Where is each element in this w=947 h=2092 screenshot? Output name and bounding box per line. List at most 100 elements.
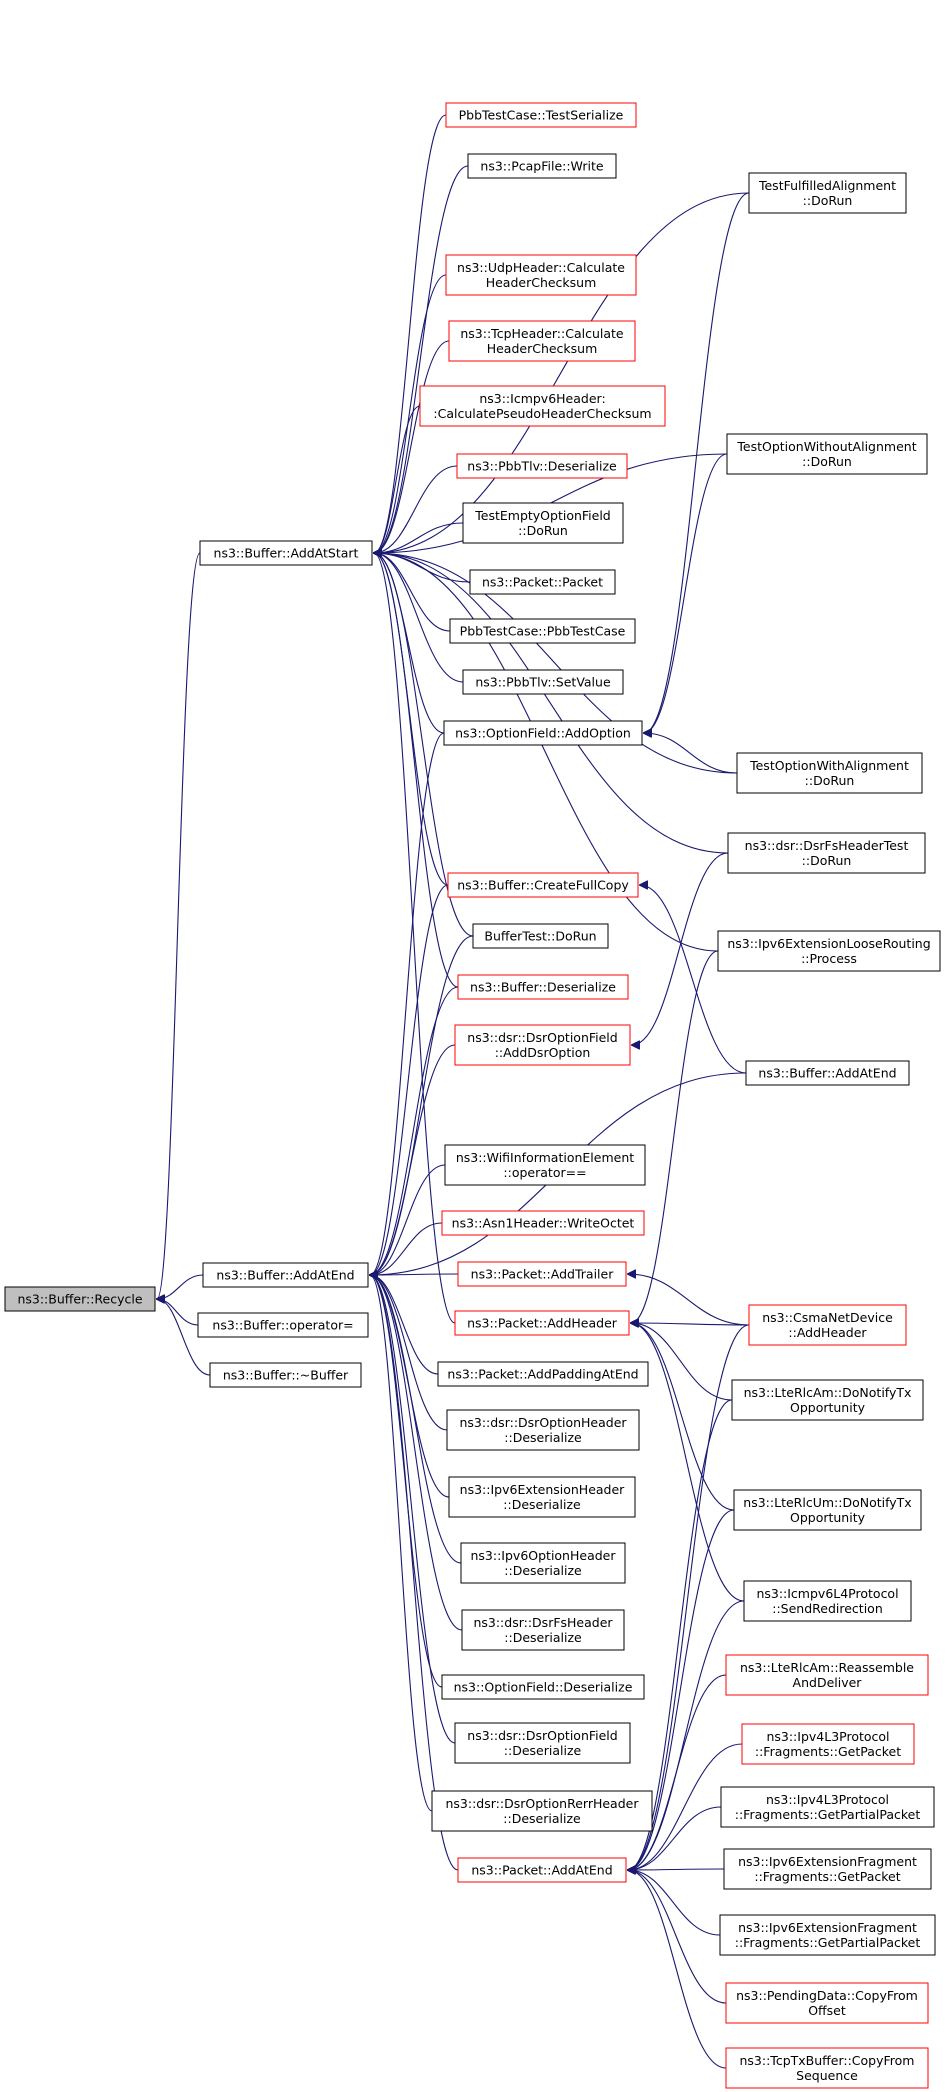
node-box (726, 433, 928, 475)
node-label: ns3::PbbTlv::SetValue (475, 675, 611, 690)
edge-lte-rlc-um-notify-to-packet-add-at-end (628, 1509, 735, 1870)
node-add-at-end[interactable]: ns3::Buffer::AddAtEnd (202, 1262, 369, 1288)
edge-dsr-add-option-to-add-at-end (370, 1044, 456, 1275)
node-dsr-rerr-deser[interactable]: ns3::dsr::DsrOptionRerrHeader::Deseriali… (431, 1790, 653, 1832)
node-label: ns3::Buffer::Deserialize (470, 980, 616, 995)
node-box (431, 1790, 653, 1832)
node-pcap-write[interactable]: ns3::PcapFile::Write (467, 153, 617, 179)
node-ipv6-frag-get-packet[interactable]: ns3::Ipv6ExtensionFragment::Fragments::G… (723, 1848, 932, 1890)
node-ipv4-frag-get-partial[interactable]: ns3::Ipv4L3Protocol::Fragments::GetParti… (720, 1786, 935, 1828)
node-buffer-test-do-run[interactable]: BufferTest::DoRun (472, 923, 609, 949)
node-label: ns3::Icmpv6Header: (479, 391, 605, 406)
node-box (449, 618, 636, 644)
node-packet-ctor[interactable]: ns3::Packet::Packet (469, 569, 616, 595)
node-box (725, 2047, 929, 2089)
node-box (743, 1580, 912, 1622)
node-test-fulfilled[interactable]: TestFulfilledAlignment::DoRun (748, 172, 907, 214)
node-box (745, 1060, 910, 1086)
edge-ipv6-loose-routing-to-add-at-start (374, 553, 719, 952)
node-box (736, 752, 923, 794)
node-box (727, 832, 926, 874)
node-packet-add-at-end[interactable]: ns3::Packet::AddAtEnd (457, 1857, 627, 1883)
node-box (447, 872, 639, 898)
node-ipv6-ext-hdr-deser[interactable]: ns3::Ipv6ExtensionHeader::Deserialize (448, 1476, 636, 1518)
node-csma-add-header[interactable]: ns3::CsmaNetDevice::AddHeader (748, 1304, 907, 1346)
edge-lte-rlc-am-notify-to-packet-add-at-end (628, 1399, 733, 1870)
node-label: ::Deserialize (504, 1563, 582, 1578)
node-pbb-test-serialize[interactable]: PbbTestCase::TestSerialize (445, 102, 637, 128)
node-ipv6-loose-routing[interactable]: ns3::Ipv6ExtensionLooseRouting::Process (717, 930, 941, 972)
node-dsr-fs-hdr-deser[interactable]: ns3::dsr::DsrFsHeader::Deserialize (461, 1609, 625, 1651)
node-label: Sequence (796, 2068, 858, 2083)
node-add-padding[interactable]: ns3::Packet::AddPaddingAtEnd (437, 1361, 649, 1387)
node-dsr-add-option[interactable]: ns3::dsr::DsrOptionField::AddDsrOption (454, 1024, 631, 1066)
node-label: ::DoRun (802, 454, 852, 469)
node-label: ns3::Ipv6ExtensionFragment (738, 1854, 917, 1869)
node-ipv6-frag-get-partial[interactable]: ns3::Ipv6ExtensionFragment::Fragments::G… (719, 1914, 936, 1956)
node-box (197, 1312, 369, 1338)
node-label: AndDeliver (793, 1675, 863, 1690)
node-packet-add-header[interactable]: ns3::Packet::AddHeader (454, 1310, 630, 1336)
node-label: ns3::LteRlcAm::Reassemble (740, 1660, 914, 1675)
node-buffer-add-at-end2[interactable]: ns3::Buffer::AddAtEnd (745, 1060, 910, 1086)
node-option-field-add[interactable]: ns3::OptionField::AddOption (443, 720, 643, 746)
edge-pbb-tlv-set-value-to-add-at-start (374, 553, 464, 683)
node-dsr-opt-field-deser[interactable]: ns3::dsr::DsrOptionField::Deserialize (454, 1722, 631, 1764)
node-icmpv6-checksum[interactable]: ns3::Icmpv6Header::CalculatePseudoHeader… (419, 385, 666, 427)
node-label: ns3::WifiInformationElement (456, 1150, 634, 1165)
node-option-field-deser[interactable]: ns3::OptionField::Deserialize (441, 1674, 645, 1700)
node-label: ::DoRun (803, 193, 853, 208)
node-label: ns3::TcpHeader::Calculate (460, 326, 624, 341)
node-pbb-test-case[interactable]: PbbTestCase::PbbTestCase (449, 618, 636, 644)
node-dtor[interactable]: ns3::Buffer::~Buffer (209, 1362, 362, 1388)
node-label: ::Fragments::GetPartialPacket (735, 1807, 921, 1822)
edge-dsr-rerr-deser-to-add-at-end (370, 1275, 433, 1812)
node-label: ns3::Icmpv6L4Protocol (756, 1586, 898, 1601)
node-label: ns3::CsmaNetDevice (762, 1310, 893, 1325)
edge-csma-add-header-to-packet-add-trailer (628, 1274, 750, 1326)
node-ipv6-opt-hdr-deser[interactable]: ns3::Ipv6OptionHeader::Deserialize (460, 1542, 626, 1584)
node-test-with[interactable]: TestOptionWithAlignment::DoRun (736, 752, 923, 794)
node-create-full-copy[interactable]: ns3::Buffer::CreateFullCopy (447, 872, 639, 898)
edge-ipv6-opt-hdr-deser-to-add-at-end (370, 1275, 462, 1564)
node-asn1-write-octet[interactable]: ns3::Asn1Header::WriteOctet (441, 1210, 645, 1236)
node-dsr-opt-hdr-deser[interactable]: ns3::dsr::DsrOptionHeader::Deserialize (446, 1409, 640, 1451)
node-box (723, 1848, 932, 1890)
edge-packet-add-header-to-add-at-start (374, 553, 456, 1324)
edge-add-at-start-to-recycle (157, 552, 201, 1299)
node-test-empty-option[interactable]: TestEmptyOptionField::DoRun (462, 502, 624, 544)
node-label: ns3::Buffer::Recycle (17, 1292, 142, 1307)
node-ipv4-frag-get-packet[interactable]: ns3::Ipv4L3Protocol::Fragments::GetPacke… (741, 1723, 915, 1765)
node-label: ns3::LteRlcUm::DoNotifyTx (743, 1495, 911, 1510)
edge-pbb-tlv-deser-to-add-at-start (374, 465, 458, 553)
node-packet-add-trailer[interactable]: ns3::Packet::AddTrailer (457, 1261, 627, 1287)
edge-pbb-test-case-to-add-at-start (374, 553, 451, 632)
node-icmpv6-redirect[interactable]: ns3::Icmpv6L4Protocol::SendRedirection (743, 1580, 912, 1622)
node-wifi-op-eq[interactable]: ns3::WifiInformationElement::operator== (444, 1144, 646, 1186)
node-pbb-tlv-set-value[interactable]: ns3::PbbTlv::SetValue (462, 669, 624, 695)
node-box (457, 1857, 627, 1883)
node-box (460, 1542, 626, 1584)
edges-layer (157, 114, 750, 2069)
node-pbb-tlv-deser[interactable]: ns3::PbbTlv::Deserialize (456, 453, 628, 479)
node-dsr-fs-test[interactable]: ns3::dsr::DsrFsHeaderTest::DoRun (727, 832, 926, 874)
nodes-layer: ns3::Buffer::Recycle ns3::Buffer::AddAtSt… (4, 102, 941, 2089)
node-box (437, 1361, 649, 1387)
edge-dsr-fs-test-to-dsr-add-option (632, 852, 729, 1045)
node-label: ns3::Buffer::AddAtStart (214, 546, 359, 561)
node-recycle[interactable]: ns3::Buffer::Recycle (4, 1286, 156, 1312)
node-buffer-deser[interactable]: ns3::Buffer::Deserialize (457, 974, 629, 1000)
node-add-at-start[interactable]: ns3::Buffer::AddAtStart (199, 540, 373, 566)
edge-csma-add-header-to-packet-add-at-end (628, 1324, 750, 1870)
node-label: ::operator== (503, 1165, 586, 1180)
edge-ipv4-frag-get-partial-to-packet-add-at-end (628, 1806, 722, 1870)
node-test-without[interactable]: TestOptionWithoutAlignment::DoRun (726, 433, 928, 475)
node-operator-eq[interactable]: ns3::Buffer::operator= (197, 1312, 369, 1338)
